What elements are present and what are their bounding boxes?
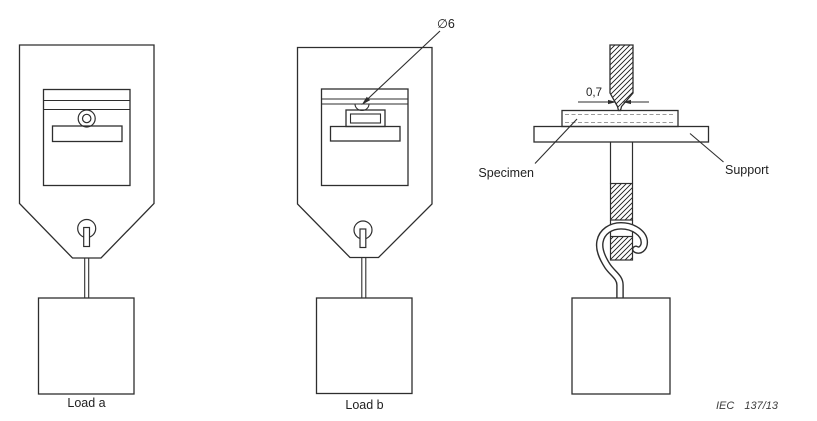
caption-org: IEC — [716, 400, 735, 412]
dim07-arrow-right — [622, 99, 631, 105]
rig-weight — [571, 297, 671, 395]
specimen-label: Specimen — [478, 166, 534, 180]
load-b-window — [320, 88, 409, 187]
support-plate — [533, 125, 710, 143]
hook-interior — [597, 223, 647, 302]
specimen-leader-line — [534, 118, 578, 164]
specimen-plate — [561, 109, 679, 128]
load-b-slot — [329, 125, 401, 142]
dia6-leader-line — [364, 30, 441, 103]
tip-width-label: 0,7 — [586, 87, 602, 99]
load-b-keyhole-slot — [359, 228, 367, 249]
load-a-figure — [18, 44, 155, 395]
load-a-keyhole-slot — [83, 226, 91, 248]
load-a-slot — [51, 125, 123, 143]
load-a-pin-outer-circle — [77, 109, 96, 128]
rod-end-hatched-block — [609, 235, 634, 261]
caption-ref: 137/13 — [744, 400, 778, 412]
load-b-label: Load b — [345, 398, 384, 412]
lower-rod-hatched-block — [609, 182, 634, 221]
hole-diameter-label: ∅6 — [437, 17, 455, 31]
figure-caption: IEC 137/13 — [716, 400, 778, 412]
load-b-body-outline — [296, 46, 433, 259]
dim07-arrow-left — [608, 99, 617, 105]
load-b-block-inner — [349, 113, 382, 124]
section-rig-figure — [533, 44, 724, 395]
dia6-arrowhead — [361, 96, 370, 105]
load-b-block-outer — [345, 109, 386, 128]
load-a-pin-inner-circle — [81, 113, 92, 124]
support-leader-line — [689, 133, 724, 163]
load-a-window — [42, 88, 131, 187]
load-a-body-outline — [18, 44, 155, 259]
load-a-label: Load a — [67, 396, 106, 410]
load-b-figure — [296, 30, 441, 395]
load-b-weight — [315, 297, 413, 395]
load-a-weight — [37, 297, 135, 395]
support-label: Support — [725, 163, 769, 177]
